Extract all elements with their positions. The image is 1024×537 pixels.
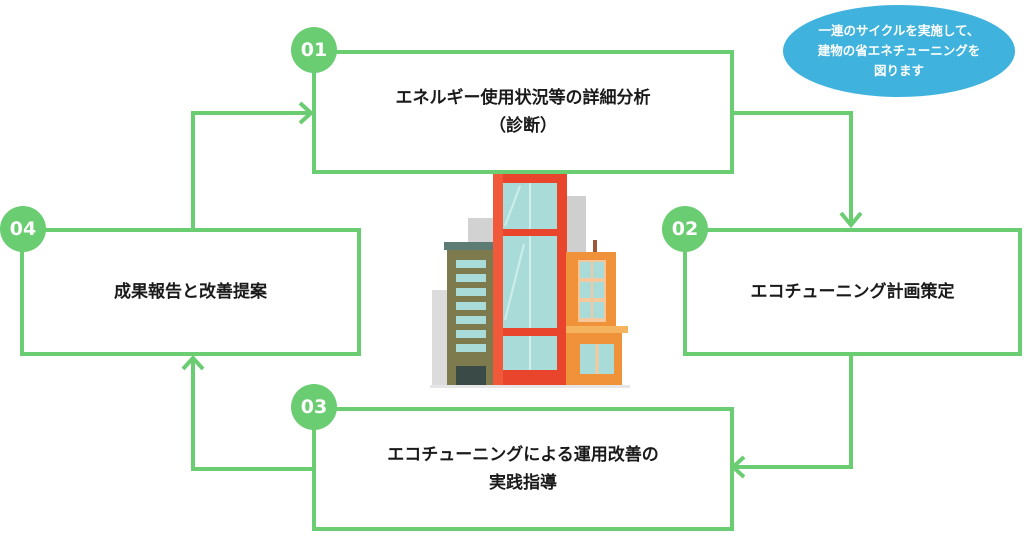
arrowhead-02 xyxy=(839,211,863,229)
step-03-badge: 03 xyxy=(291,384,337,430)
arrowhead-01 xyxy=(298,101,314,125)
step-04-box: 成果報告と改善提案 xyxy=(20,228,361,356)
arrow-03-to-04 xyxy=(191,360,316,471)
building-illustration xyxy=(430,162,630,388)
step-01-box: エネルギー使用状況等の詳細分析 （診断） xyxy=(312,50,734,174)
step-03-box: エコチューニングによる運用改善の 実践指導 xyxy=(312,407,734,531)
step-02-label: エコチューニング計画策定 xyxy=(750,282,955,302)
cycle-note-bubble: 一連のサイクルを実施して、 建物の省エネチューニングを 図ります xyxy=(783,5,1015,97)
step-04-badge: 04 xyxy=(0,206,46,252)
step-02-badge: 02 xyxy=(662,206,708,252)
arrow-01-to-02 xyxy=(734,111,853,222)
step-01-badge: 01 xyxy=(291,27,337,73)
step-01-label: エネルギー使用状況等の詳細分析 （診断） xyxy=(395,88,651,136)
step-02-box: エコチューニング計画策定 xyxy=(683,228,1022,356)
step-04-label: 成果報告と改善提案 xyxy=(114,282,267,302)
arrow-04-to-01 xyxy=(191,111,308,228)
arrow-02-to-03 xyxy=(735,355,853,469)
arrowhead-04 xyxy=(181,355,205,371)
step-03-label: エコチューニングによる運用改善の 実践指導 xyxy=(387,445,659,493)
